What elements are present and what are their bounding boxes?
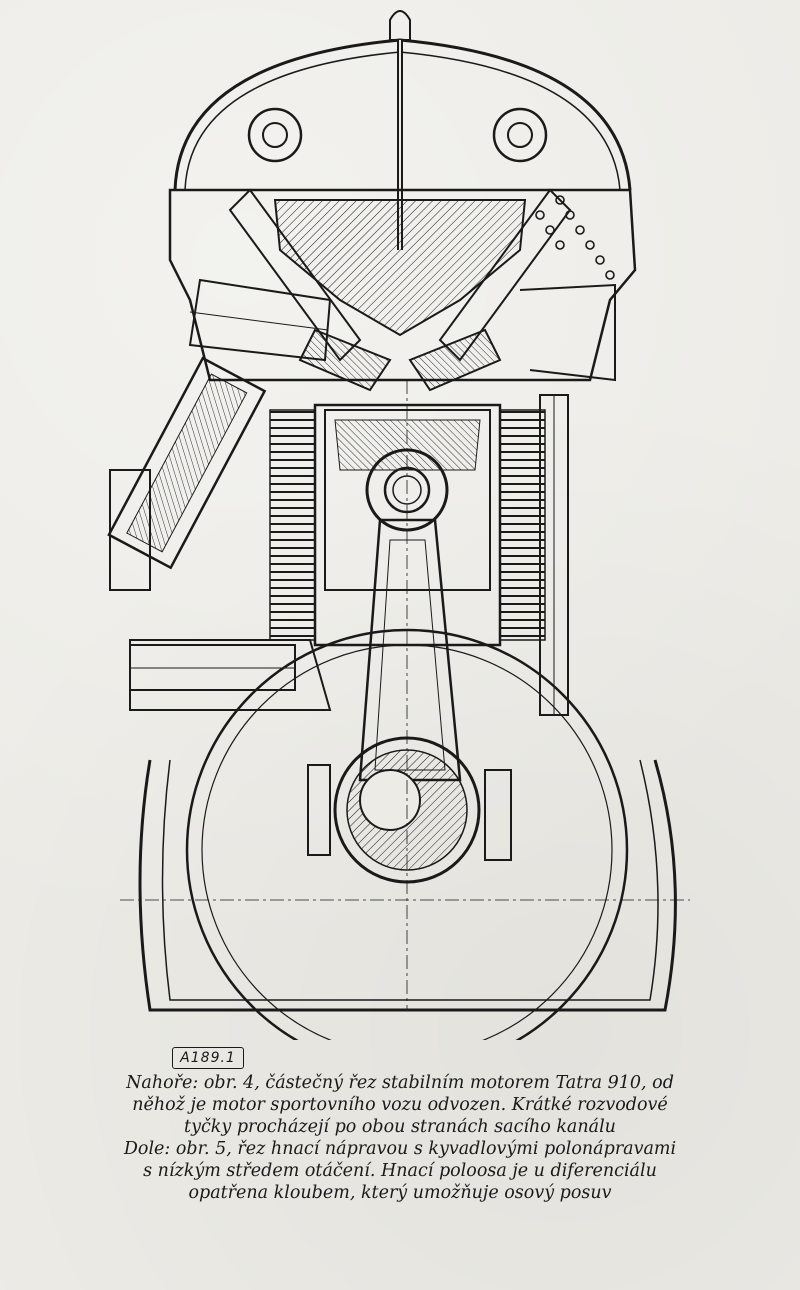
caption-line: něhož je motor sportovního vozu odvozen.… (132, 1095, 668, 1115)
caption-line: Nahoře: obr. 4, částečný řez stabilním m… (126, 1073, 674, 1093)
connecting-rod (358, 518, 462, 782)
piston (324, 409, 491, 591)
exhaust-port (519, 283, 616, 382)
crankcase (138, 759, 677, 1012)
intake-port (188, 278, 332, 362)
injector (107, 356, 267, 570)
caption-line: s nízkým středem otáčení. Hnací poloosa … (143, 1161, 657, 1181)
caption-line: opatřena kloubem, který umožňuje osový p… (188, 1183, 612, 1203)
top-acorn-nut (389, 10, 411, 41)
rocker-shaft-left (247, 107, 303, 163)
caption-line: Dole: obr. 5, řez hnací nápravou s kyvad… (123, 1139, 677, 1159)
figure-caption: Nahoře: obr. 4, částečný řez stabilním m… (10, 1072, 790, 1204)
cylinder-fins-right (499, 409, 546, 641)
figure-label: A189.1 (172, 1047, 244, 1069)
cylinder-head (168, 188, 637, 382)
rocker-shaft-right (492, 107, 548, 163)
engine-cross-section-drawing (90, 0, 710, 1072)
cylinder-fins-left (269, 409, 316, 641)
caption-line: tyčky procházejí po obou stranách sacího… (184, 1117, 616, 1137)
